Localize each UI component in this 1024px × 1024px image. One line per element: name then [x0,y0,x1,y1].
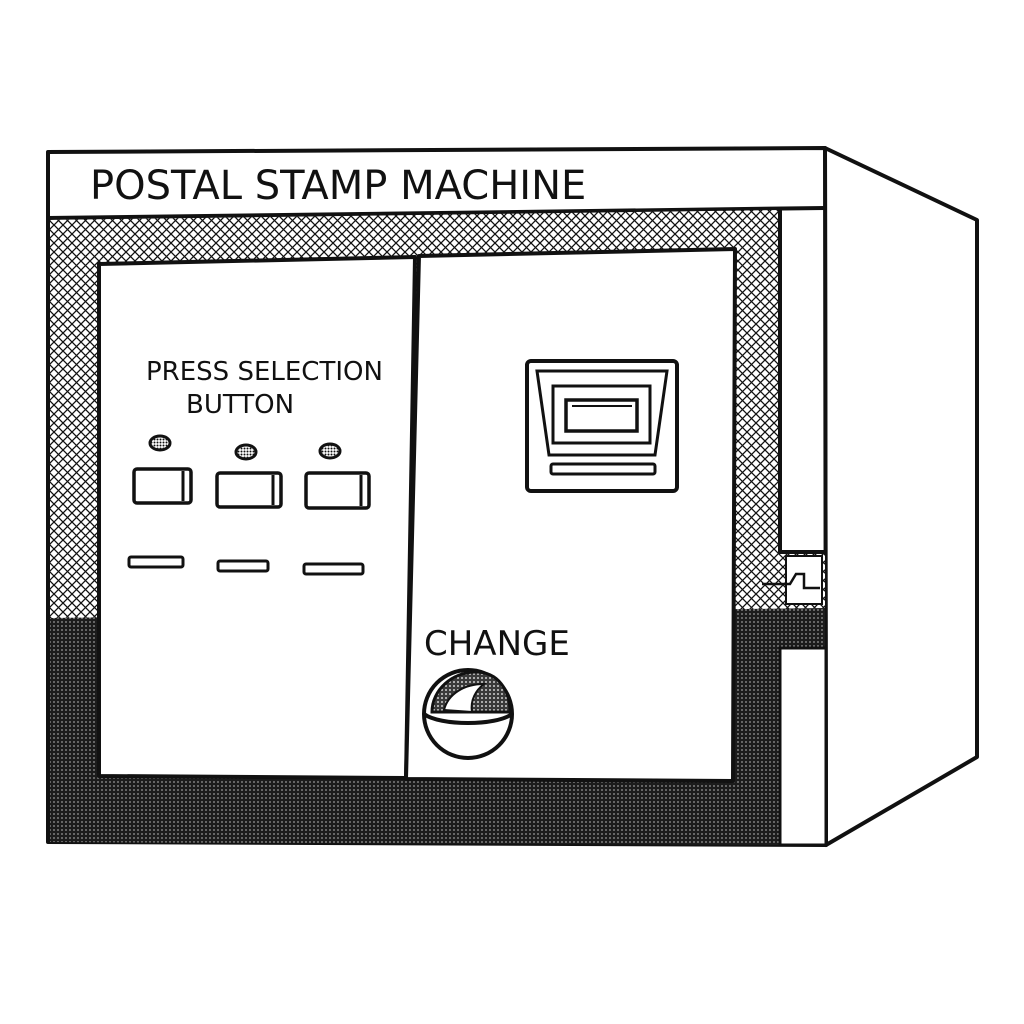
header-divider [47,206,826,220]
indicator-light [234,443,258,461]
indicator-light [148,434,172,452]
side-strip [778,646,828,847]
bevel-line-2 [654,370,668,456]
change-label: CHANGE [424,624,570,664]
cup-lip [422,712,514,725]
indicator-light [318,442,342,460]
selection-button-group [127,434,371,576]
selection-2[interactable] [215,443,283,573]
stamp-slot [302,562,365,576]
coin-highlight [442,682,487,714]
selection-button[interactable] [215,471,283,509]
side-latch-icon [762,572,820,590]
selection-1[interactable] [127,434,193,569]
stamp-slot [127,555,185,569]
bevel-line-1 [536,370,550,456]
selection-3[interactable] [302,442,371,576]
change-return-cup[interactable] [422,668,514,760]
stamp-output-slot[interactable] [549,462,657,476]
recess-outline [778,210,825,554]
selection-button[interactable] [132,467,193,505]
cabinet-side-face [823,146,979,847]
selection-button[interactable] [304,471,371,510]
left-door-panel [97,255,417,780]
coin-slot-window-inner [564,398,639,433]
side-slot [785,555,823,605]
machine-title: POSTAL STAMP MACHINE [90,163,586,209]
stamp-slot [216,559,270,573]
instruction-line-2: BUTTON [186,390,294,420]
coin-slot[interactable] [525,359,679,493]
instruction-line-1: PRESS SELECTION [146,357,383,387]
